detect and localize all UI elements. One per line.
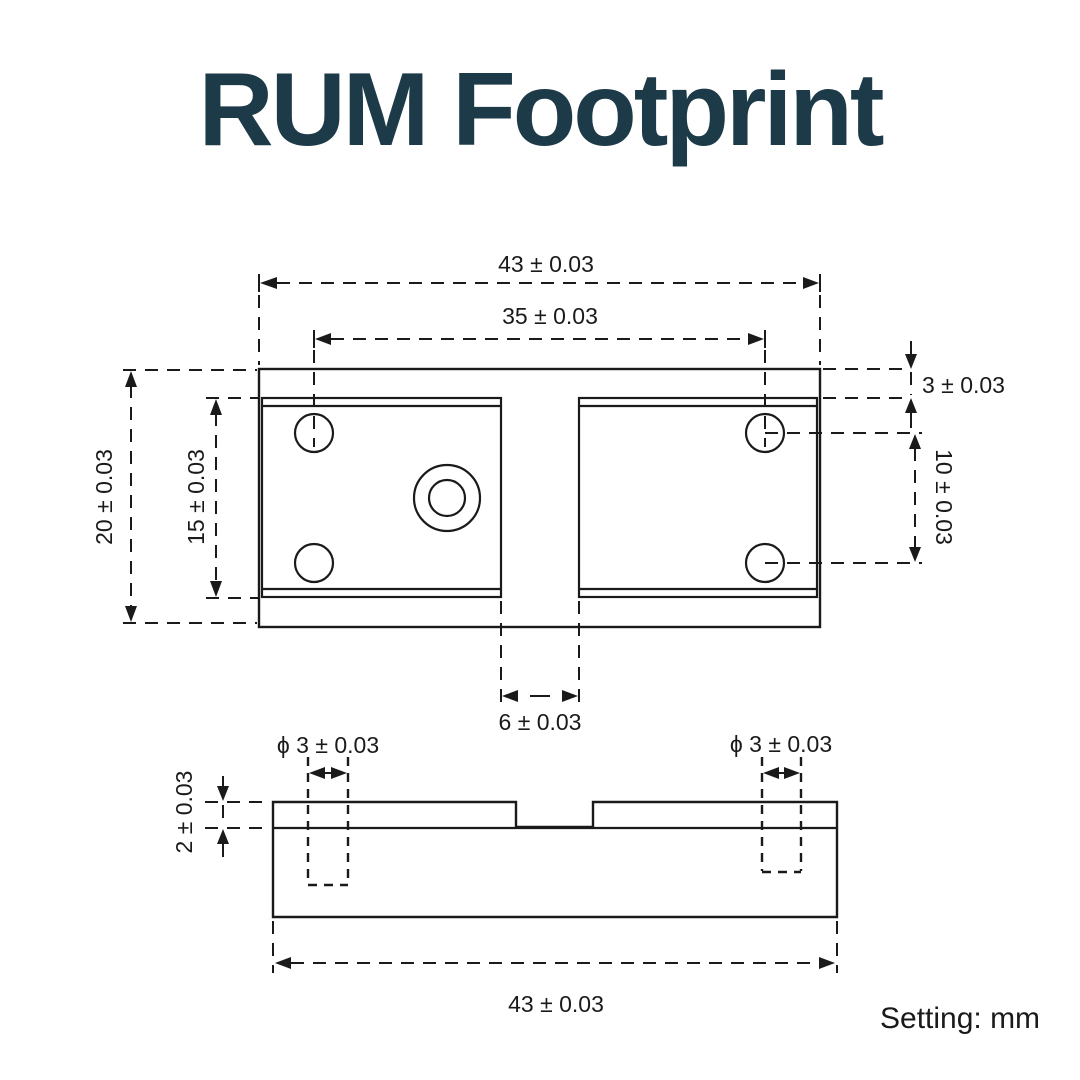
arrow-head [748,333,764,345]
dim-hole-span: 35 ± 0.03 [313,303,766,447]
left-pad [260,396,503,599]
top-view-part [257,367,822,629]
dim-label: 43 ± 0.03 [508,991,604,1017]
hole-bottom-left [293,542,335,584]
arrow-head [905,398,917,413]
dim-hole-diameter-left: ϕ 3 ± 0.03 [277,732,379,779]
boss-inner-circle [427,478,467,518]
arrow-head [210,581,222,597]
arrow-head [331,767,347,779]
dim-plate-thickness: 2 ± 0.03 [171,771,268,857]
arrow-head [217,786,229,801]
dim-label: 6 ± 0.03 [499,709,582,735]
side-view-part [271,757,839,919]
side-view: ϕ 3 ± 0.03 ϕ 3 ± 0.03 2 ± 0.03 [171,731,839,1017]
dim-overall-width-top: 43 ± 0.03 [258,251,821,365]
arrow-head [909,434,921,449]
arrow-head [562,690,578,702]
dim-center-gap: 6 ± 0.03 [499,601,582,735]
dim-hole-pitch: 10 ± 0.03 [765,432,957,564]
arrow-head [905,354,917,369]
dim-label: ϕ 3 ± 0.03 [277,732,379,758]
arrow-head [210,399,222,415]
page-title: RUM Footprint [198,52,884,168]
arrow-head [803,277,819,289]
dim-label: ϕ 3 ± 0.03 [730,731,832,757]
arrow-head [502,690,518,702]
dim-overall-height: 20 ± 0.03 [91,369,257,624]
body-outline [257,367,822,629]
arrow-head [819,957,835,969]
dim-label: 3 ± 0.03 [922,372,1005,398]
dim-edge-offset: 3 ± 0.03 [823,341,1005,428]
dim-label: 35 ± 0.03 [502,303,598,329]
arrow-head [125,371,137,387]
arrow-head [763,767,779,779]
hole-top-left [293,412,335,454]
dim-label: 2 ± 0.03 [171,771,197,854]
hole-bottom-right [744,542,786,584]
arrow-head [125,606,137,622]
right-pad [577,396,819,599]
dim-label: 43 ± 0.03 [498,251,594,277]
top-view: 43 ± 0.03 35 ± 0.03 20 ± 0.0 [91,251,1005,735]
dim-label: 20 ± 0.03 [91,449,117,545]
arrow-head [260,277,277,289]
arrow-head [315,333,331,345]
dim-hole-diameter-right: ϕ 3 ± 0.03 [730,731,832,779]
dim-label: 10 ± 0.03 [931,449,957,545]
arrow-head [784,767,800,779]
dim-overall-width-bottom: 43 ± 0.03 [272,921,838,1017]
arrow-head [909,547,921,562]
side-outline [271,800,839,919]
arrow-head [275,957,291,969]
dim-label: 15 ± 0.03 [183,449,209,545]
boss-outer-circle [412,463,482,533]
arrow-head [309,767,325,779]
hole-top-right [744,412,786,454]
dim-pad-height: 15 ± 0.03 [183,397,258,599]
units-setting-label: Setting: mm [880,1002,1040,1035]
arrow-head [217,829,229,844]
